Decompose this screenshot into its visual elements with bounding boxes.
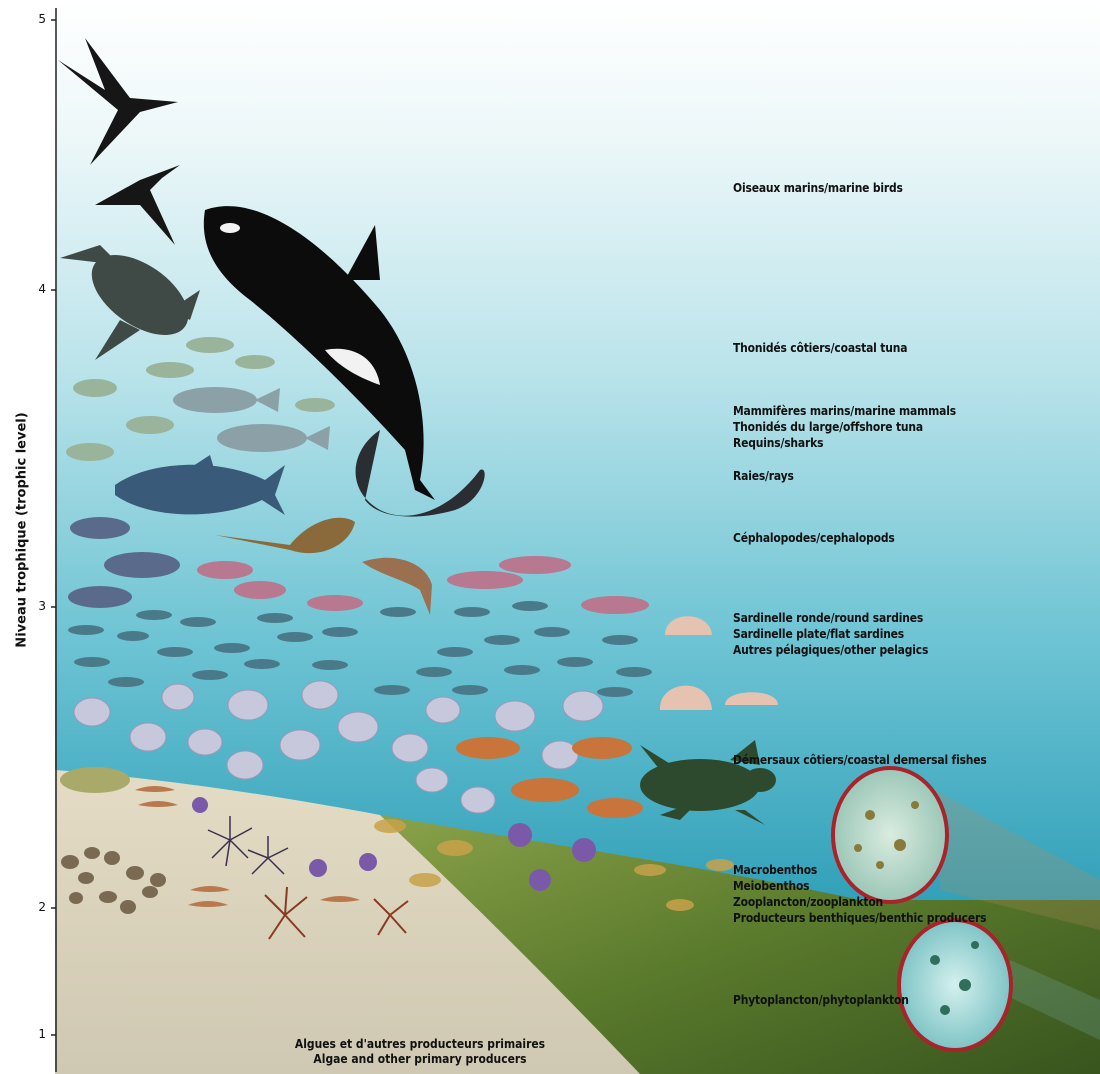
label-benthos-group: Macrobenthos Meiobenthos Zooplancton/zoo… — [733, 862, 986, 926]
label-mammals-group: Mammifères marins/marine mammals Thonidé… — [733, 403, 956, 451]
label-benthic-producers: Producteurs benthiques/benthic producers — [733, 910, 986, 926]
label-coastal-demersal: Démersaux côtiers/coastal demersal fishe… — [733, 752, 987, 768]
label-marine-mammals: Mammifères marins/marine mammals — [733, 403, 956, 419]
label-other-pelagics: Autres pélagiques/other pelagics — [733, 642, 928, 658]
label-offshore-tuna: Thonidés du large/offshore tuna — [733, 419, 956, 435]
label-rays: Raies/rays — [733, 468, 794, 484]
label-macrobenthos: Macrobenthos — [733, 862, 986, 878]
label-primary-producers: Algues et d'autres producteurs primaires… — [295, 1036, 545, 1066]
label-zooplankton: Zooplancton/zooplankton — [733, 894, 986, 910]
label-phytoplankton: Phytoplancton/phytoplankton — [733, 992, 909, 1008]
label-primary-producers-en: Algae and other primary producers — [295, 1051, 545, 1066]
y-tick-label: 4 — [26, 282, 46, 296]
label-sharks: Requins/sharks — [733, 435, 956, 451]
y-axis-title: Niveau trophique (trophic level) — [15, 412, 30, 647]
y-tick-label: 2 — [26, 900, 46, 914]
label-cephalopods: Céphalopodes/cephalopods — [733, 530, 895, 546]
label-flat-sardines: Sardinelle plate/flat sardines — [733, 626, 928, 642]
y-tick-label: 1 — [26, 1027, 46, 1041]
label-marine-birds: Oiseaux marins/marine birds — [733, 180, 903, 196]
label-primary-producers-fr: Algues et d'autres producteurs primaires — [295, 1036, 545, 1051]
label-coastal-tuna: Thonidés côtiers/coastal tuna — [733, 340, 907, 356]
y-tick-label: 5 — [26, 12, 46, 26]
seaweed-leaf — [60, 767, 130, 793]
label-meiobenthos: Meiobenthos — [733, 878, 986, 894]
label-pelagics-group: Sardinelle ronde/round sardines Sardinel… — [733, 610, 928, 658]
label-round-sardines: Sardinelle ronde/round sardines — [733, 610, 928, 626]
